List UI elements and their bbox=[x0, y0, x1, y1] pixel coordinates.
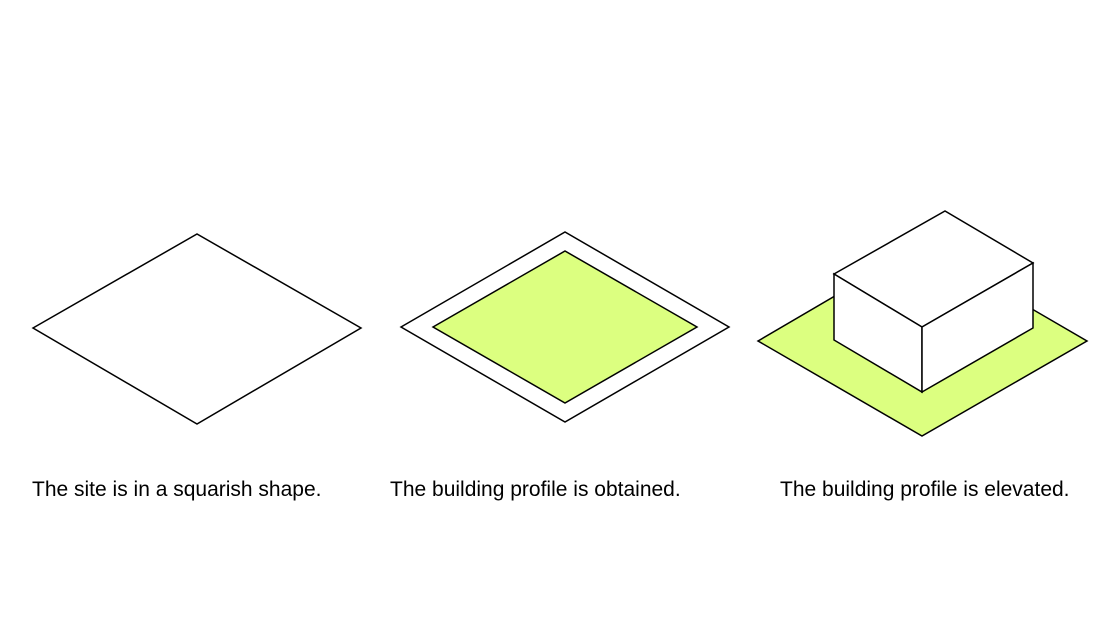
step-1-caption: The site is in a squarish shape. bbox=[32, 478, 322, 501]
building-profile bbox=[431, 250, 699, 404]
step-2-profile bbox=[399, 231, 731, 423]
step-2-caption: The building profile is obtained. bbox=[390, 478, 681, 501]
site-outline bbox=[31, 233, 363, 425]
building-right-face bbox=[921, 261, 1034, 394]
step-3-caption: The building profile is elevated. bbox=[780, 478, 1070, 501]
step-3-elevated bbox=[756, 210, 1089, 437]
step-1-site bbox=[31, 233, 363, 425]
